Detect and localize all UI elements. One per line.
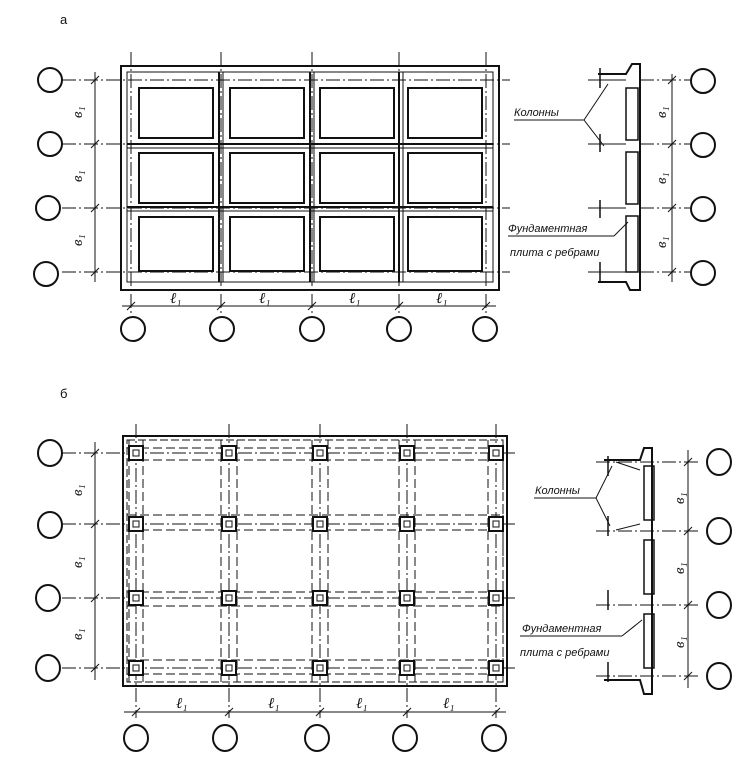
figure-b-section-axes	[596, 461, 700, 677]
figure-a-span-label-1: ℓ₁	[170, 291, 181, 307]
figure-b-plan	[122, 435, 508, 687]
figure-b-section-bubbles	[706, 448, 732, 690]
figure-b-callout-plate-leader	[520, 619, 643, 637]
figure-a-callout-plate-2: плита с ребрами	[510, 247, 599, 259]
figure-a-dim-bottom	[122, 301, 496, 311]
figure-a-span-label-3: ℓ₁	[349, 291, 360, 307]
figure-a-callout-plate-1: Фундаментная	[508, 223, 588, 235]
figure-b-callout-plate-1: Фундаментная	[522, 623, 602, 635]
figure-a-dim-left	[90, 72, 100, 282]
figure-b-span-label-2: ℓ₁	[268, 696, 279, 712]
figure-a-section-bay-1: в₁	[654, 106, 670, 118]
figure-a-span-label-2: ℓ₁	[259, 291, 270, 307]
figure-b-column-nodes	[128, 445, 504, 676]
figure-b-section	[604, 447, 655, 695]
figure-b-beams-vertical	[128, 440, 504, 682]
figure-b-section-bay-3: в₁	[672, 636, 688, 648]
figure-b-bay-label-2: в₁	[70, 556, 86, 568]
figure-a-bay-label-3: в₁	[70, 234, 86, 246]
figure-b-label: б	[60, 386, 67, 401]
figure-b-column-cores	[132, 449, 500, 672]
figure-b-beams-horizontal	[127, 447, 503, 675]
figure-b-section-bay-2: в₁	[672, 562, 688, 574]
figure-b-bay-label-1: в₁	[70, 484, 86, 496]
figure-b-axis-bubbles-left	[35, 439, 63, 682]
figure-b-span-label-1: ℓ₁	[176, 696, 187, 712]
figure-a-axis-bubbles-left	[33, 67, 63, 287]
figure-a-span-label-4: ℓ₁	[436, 291, 447, 307]
figure-b-span-label-3: ℓ₁	[356, 696, 367, 712]
figure-b-bay-label-3: в₁	[70, 628, 86, 640]
figure-b-callout-columns: Колонны	[535, 485, 580, 497]
figure-a-axis-bubbles-bottom	[120, 316, 498, 342]
figure-a-section-axes	[640, 79, 690, 273]
figure-a-section-bubbles	[690, 68, 716, 286]
figure-b-callout-plate-2: плита с ребрами	[520, 647, 609, 659]
figure-a-section-bay-3: в₁	[654, 236, 670, 248]
figure-a-label: а	[60, 12, 68, 27]
figure-b-callout-columns-leaders	[534, 465, 613, 527]
figure-a-bay-label-2: в₁	[70, 170, 86, 182]
figure-a: а	[33, 12, 716, 342]
figure-b: б	[35, 386, 732, 752]
figure-a-section-bay-2: в₁	[654, 172, 670, 184]
figure-b-section-bay-1: в₁	[672, 492, 688, 504]
figure-a-bay-label-1: в₁	[70, 106, 86, 118]
figure-a-section	[588, 63, 641, 291]
figure-a-section-dim	[667, 74, 677, 282]
figure-b-dim-left	[90, 442, 100, 680]
figure-a-callout-plate-leader	[508, 221, 629, 237]
figure-b-section-dim	[683, 450, 693, 688]
figure-b-dim-bottom	[124, 707, 506, 717]
figure-a-axes	[62, 52, 510, 316]
figure-a-plan	[120, 65, 500, 291]
figure-b-span-label-4: ℓ₁	[443, 696, 454, 712]
figure-b-axis-bubbles-bottom	[123, 724, 507, 752]
figure-a-callout-columns-leaders	[514, 83, 609, 147]
figure-a-callout-columns: Колонны	[514, 107, 559, 119]
